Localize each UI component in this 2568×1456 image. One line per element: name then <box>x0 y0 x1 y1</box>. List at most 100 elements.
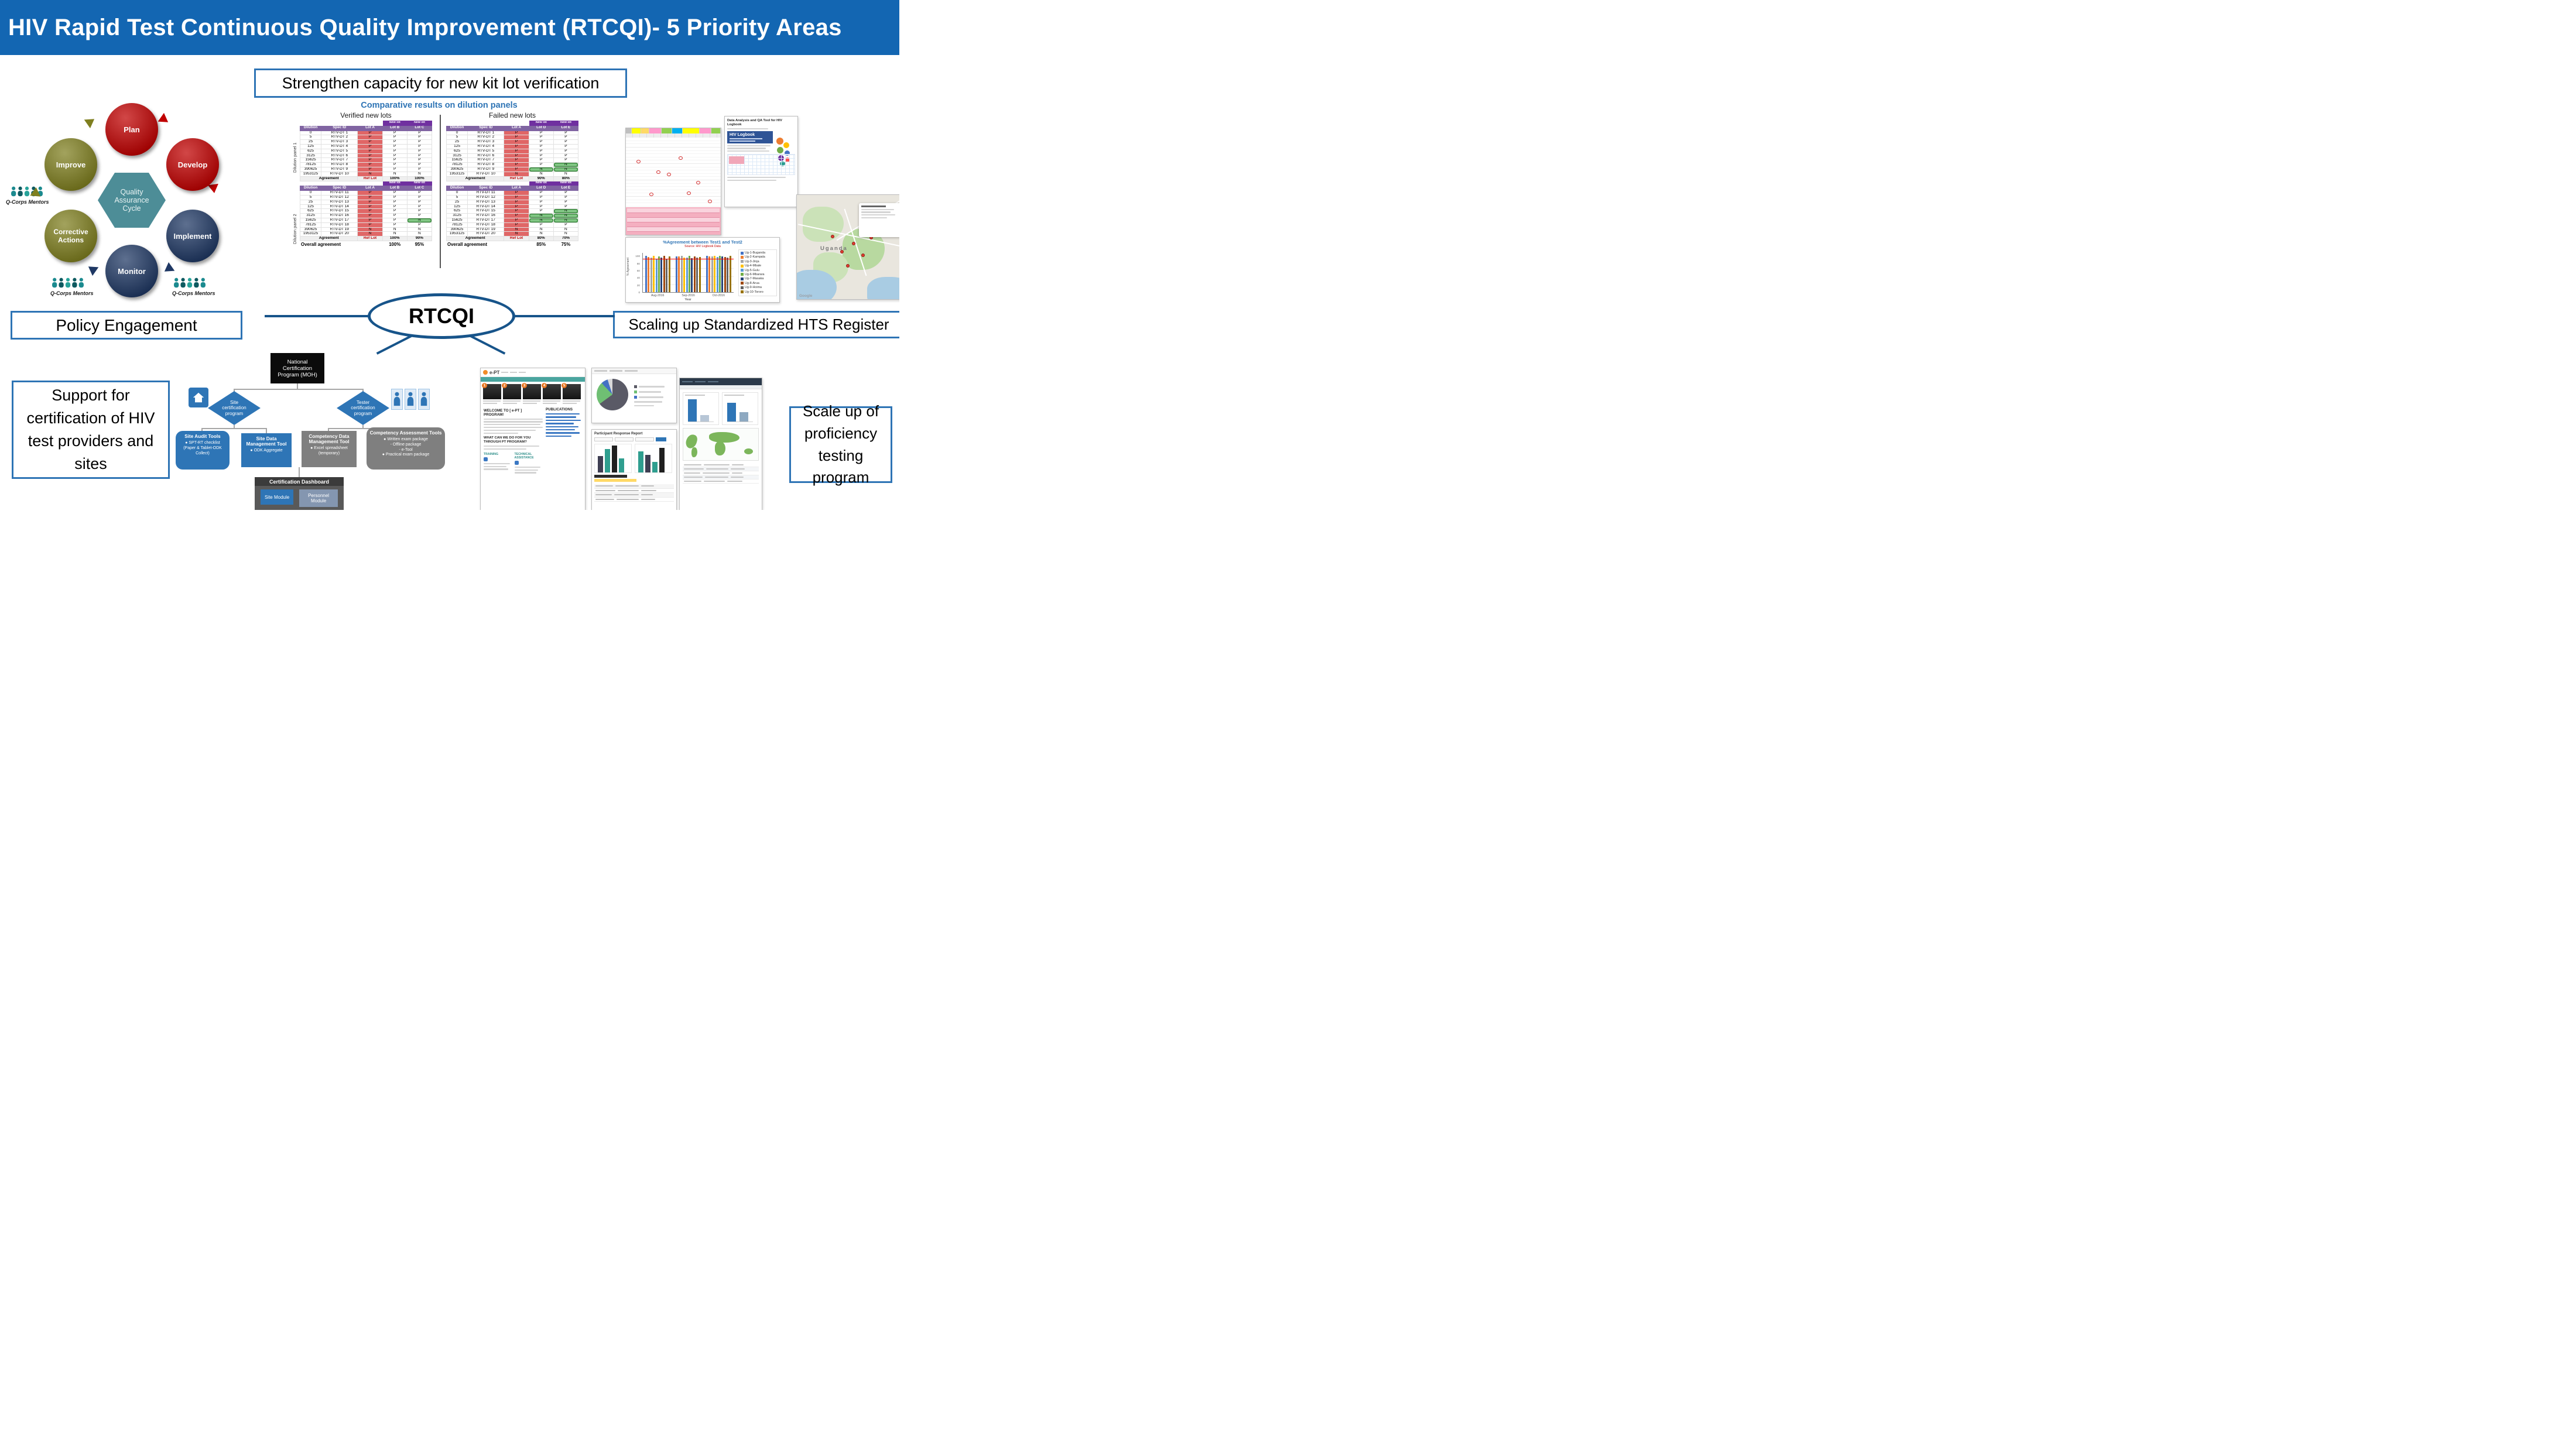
column-header: Lot C <box>406 185 433 191</box>
slide: HIV Rapid Test Continuous Quality Improv… <box>0 0 899 510</box>
result-cell: N <box>528 167 554 172</box>
connector-down-right <box>470 335 506 355</box>
agreement-value: 100% <box>406 176 433 181</box>
welcome-heading: WELCOME TO [ e-PT ] PROGRAM! <box>484 409 522 417</box>
dilution-title: Comparative results on dilution panels <box>361 101 518 110</box>
legend-label: Ug-2-Kampala <box>745 255 765 259</box>
result-cell: P <box>553 157 579 163</box>
banner-title: HIV Logbook <box>730 133 755 138</box>
chart-bar <box>648 257 650 292</box>
result-cell: RTV-DT 13 <box>467 199 505 205</box>
ept-navbar <box>481 377 585 382</box>
agreement-value: 90% <box>528 176 554 181</box>
box-title: Competency Data Management Tool <box>309 434 350 445</box>
chart-bar <box>666 258 668 292</box>
flow-connector <box>201 428 203 432</box>
result-cell: P <box>504 157 529 163</box>
chart-bar <box>729 256 731 292</box>
result-cell: RTV-DT 20 <box>467 231 505 237</box>
legend-label: Ug-5-Gulu <box>745 268 759 272</box>
result-cell: P <box>357 218 383 223</box>
qa-stage-label: Monitor <box>118 266 146 276</box>
result-cell: P <box>528 194 554 200</box>
ept-step: 5 <box>561 383 581 404</box>
map-watermark: Google <box>799 294 813 298</box>
title-banner: HIV Rapid Test Continuous Quality Improv… <box>0 0 899 55</box>
report-filters <box>594 437 674 441</box>
technical-assistance-heading: TECHNICAL ASSISTANCE <box>514 453 534 460</box>
y-tick-label: 80 <box>636 262 640 265</box>
window-header <box>680 378 762 385</box>
result-cell: P <box>504 167 529 172</box>
result-cell: 15625 <box>299 157 322 163</box>
ref-lot: Ref Lot <box>357 236 383 242</box>
result-cell: N <box>553 213 579 218</box>
result-cell: P <box>406 130 433 136</box>
result-cell: 3125 <box>299 213 322 218</box>
result-cell: RTV-DT 11 <box>467 190 505 196</box>
qa-stage-label: Develop <box>177 160 208 169</box>
site-certification-diamond: Site certification program <box>208 391 261 425</box>
column-header: Lot B <box>382 185 408 191</box>
result-cell: 125 <box>446 204 468 210</box>
result-cell: P <box>406 144 433 149</box>
result-cell: P <box>528 162 554 168</box>
result-cell: 15625 <box>299 218 322 223</box>
agreement-label: Agreement <box>446 176 505 181</box>
dilution-panel-1-label: Dilution panel 1 <box>292 142 297 173</box>
result-cell: P <box>357 135 383 141</box>
result-cell: P <box>382 162 408 168</box>
rtcqi-label: RTCQI <box>409 304 474 328</box>
pt-dashboard-pie-thumbnail <box>591 368 677 423</box>
report-table <box>594 484 674 502</box>
box-item: ● SPT-RT checklist <box>185 441 220 446</box>
result-cell: 25 <box>446 199 468 205</box>
legend-label: Ug-6-Mbarara <box>745 272 765 276</box>
result-cell: P <box>528 144 554 149</box>
chart-bar <box>650 258 652 292</box>
result-cell: P <box>553 194 579 200</box>
result-cell: RTV-DT 18 <box>321 222 358 228</box>
step-caption-line <box>503 403 517 404</box>
text-line <box>727 150 769 152</box>
step-photo: 4 <box>542 383 561 399</box>
x-tick-label: Sep-2016 <box>682 294 695 297</box>
step-caption-line <box>523 403 537 404</box>
result-cell: P <box>504 208 529 214</box>
table-cell <box>358 181 382 186</box>
box-item: ● ODK Aggregate <box>250 448 283 453</box>
map-marker <box>861 253 865 257</box>
training-icon <box>484 457 488 462</box>
result-cell: P <box>406 153 433 159</box>
qa-stage-implement: Implement <box>166 210 219 262</box>
step-photo: 3 <box>522 383 541 399</box>
result-cell: P <box>504 222 529 228</box>
result-cell: P <box>382 213 408 218</box>
table-cell <box>468 121 504 126</box>
result-cell: RTV-DT 2 <box>467 135 505 141</box>
step-photo: 5 <box>561 383 581 399</box>
priority-box-certification: Support for certification of HIV test pr… <box>12 381 170 479</box>
dashboard-title: Certification Dashboard <box>255 477 344 486</box>
result-cell: RTV-DT 20 <box>321 231 358 237</box>
training-heading: TRAINING <box>484 453 499 457</box>
priority-box-proficiency: Scale up of proficiency testing program <box>789 402 892 486</box>
result-cell: P <box>553 144 579 149</box>
result-cell: 0 <box>446 190 468 196</box>
table-cell <box>468 181 504 186</box>
result-cell: P <box>553 190 579 196</box>
map-country-label: Uganda <box>820 245 848 252</box>
ref-lot: Ref Lot <box>504 176 529 181</box>
spreadsheet-grid <box>626 138 721 207</box>
result-cell: RTV-DT 4 <box>467 144 505 149</box>
result-cell: RTV-DT 11 <box>321 190 358 196</box>
result-cell: P <box>504 194 529 200</box>
result-cell: P <box>382 218 408 223</box>
result-cell: RTV-DT 13 <box>321 199 358 205</box>
agreement-chart-thumbnail: %Agreement between Test1 and Test2 Sourc… <box>625 237 780 303</box>
step-caption-line <box>563 400 580 402</box>
result-cell: 5 <box>446 135 468 141</box>
